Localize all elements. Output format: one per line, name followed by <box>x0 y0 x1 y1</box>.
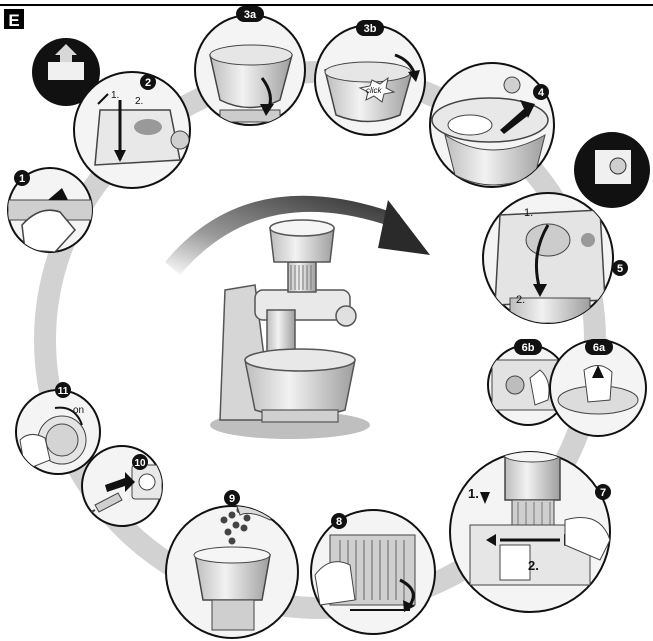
step-10-panel: 10 <box>81 445 163 527</box>
step-9-label: 9 <box>229 493 235 505</box>
section-letter: E <box>8 11 19 30</box>
step-11-label: 11 <box>58 386 69 397</box>
step-11-panel: on 11 <box>15 382 101 475</box>
step-2-panel: 1. 2. 2 <box>73 71 191 189</box>
step-5-label: 5 <box>617 263 623 275</box>
step-3b-label: 3b <box>364 23 377 35</box>
step-1-label: 1 <box>19 173 25 185</box>
power-plug-icon <box>94 492 123 513</box>
step-7-label: 7 <box>600 487 606 499</box>
step-5-sub-1: 1. <box>524 207 533 219</box>
section-badge: E <box>4 9 24 30</box>
step-2-detail-thumb <box>32 38 100 106</box>
step-1-panel: 1 <box>7 167 93 253</box>
switch-on-label: on <box>73 405 84 416</box>
step-3a-panel: 3a <box>194 6 306 126</box>
step-5-panel: 1. 2. 5 <box>482 192 628 324</box>
step-6b-panel: 6b <box>487 339 569 426</box>
step-4-label: 4 <box>538 87 545 99</box>
curved-arrow-icon <box>165 195 430 275</box>
step-4-panel: 4 <box>429 62 555 188</box>
step-6a-panel: 6a <box>549 339 647 437</box>
step-5-detail-thumb <box>574 132 650 208</box>
step-3b-panel: click 3b <box>314 20 426 136</box>
step-2-sub-1: 1. <box>111 90 119 101</box>
step-5-sub-2: 2. <box>516 294 525 306</box>
step-7-sub-1: 1. <box>468 486 479 501</box>
step-7-panel: 1. 2. 7 <box>449 451 611 613</box>
step-3a-label: 3a <box>244 9 257 21</box>
step-7-sub-2: 2. <box>528 558 539 573</box>
step-2-label: 2 <box>145 77 151 89</box>
stand-mixer-illustration <box>210 219 370 439</box>
step-6a-label: 6a <box>593 342 606 354</box>
step-6b-label: 6b <box>522 342 535 354</box>
step-8-label: 8 <box>336 516 342 528</box>
step-8-panel: 8 <box>310 509 436 635</box>
step-9-panel: 9 <box>165 490 299 639</box>
step-3b-click-label: click <box>366 86 383 95</box>
step-10-label: 10 <box>134 458 146 469</box>
step-2-sub-2: 2. <box>135 96 143 107</box>
